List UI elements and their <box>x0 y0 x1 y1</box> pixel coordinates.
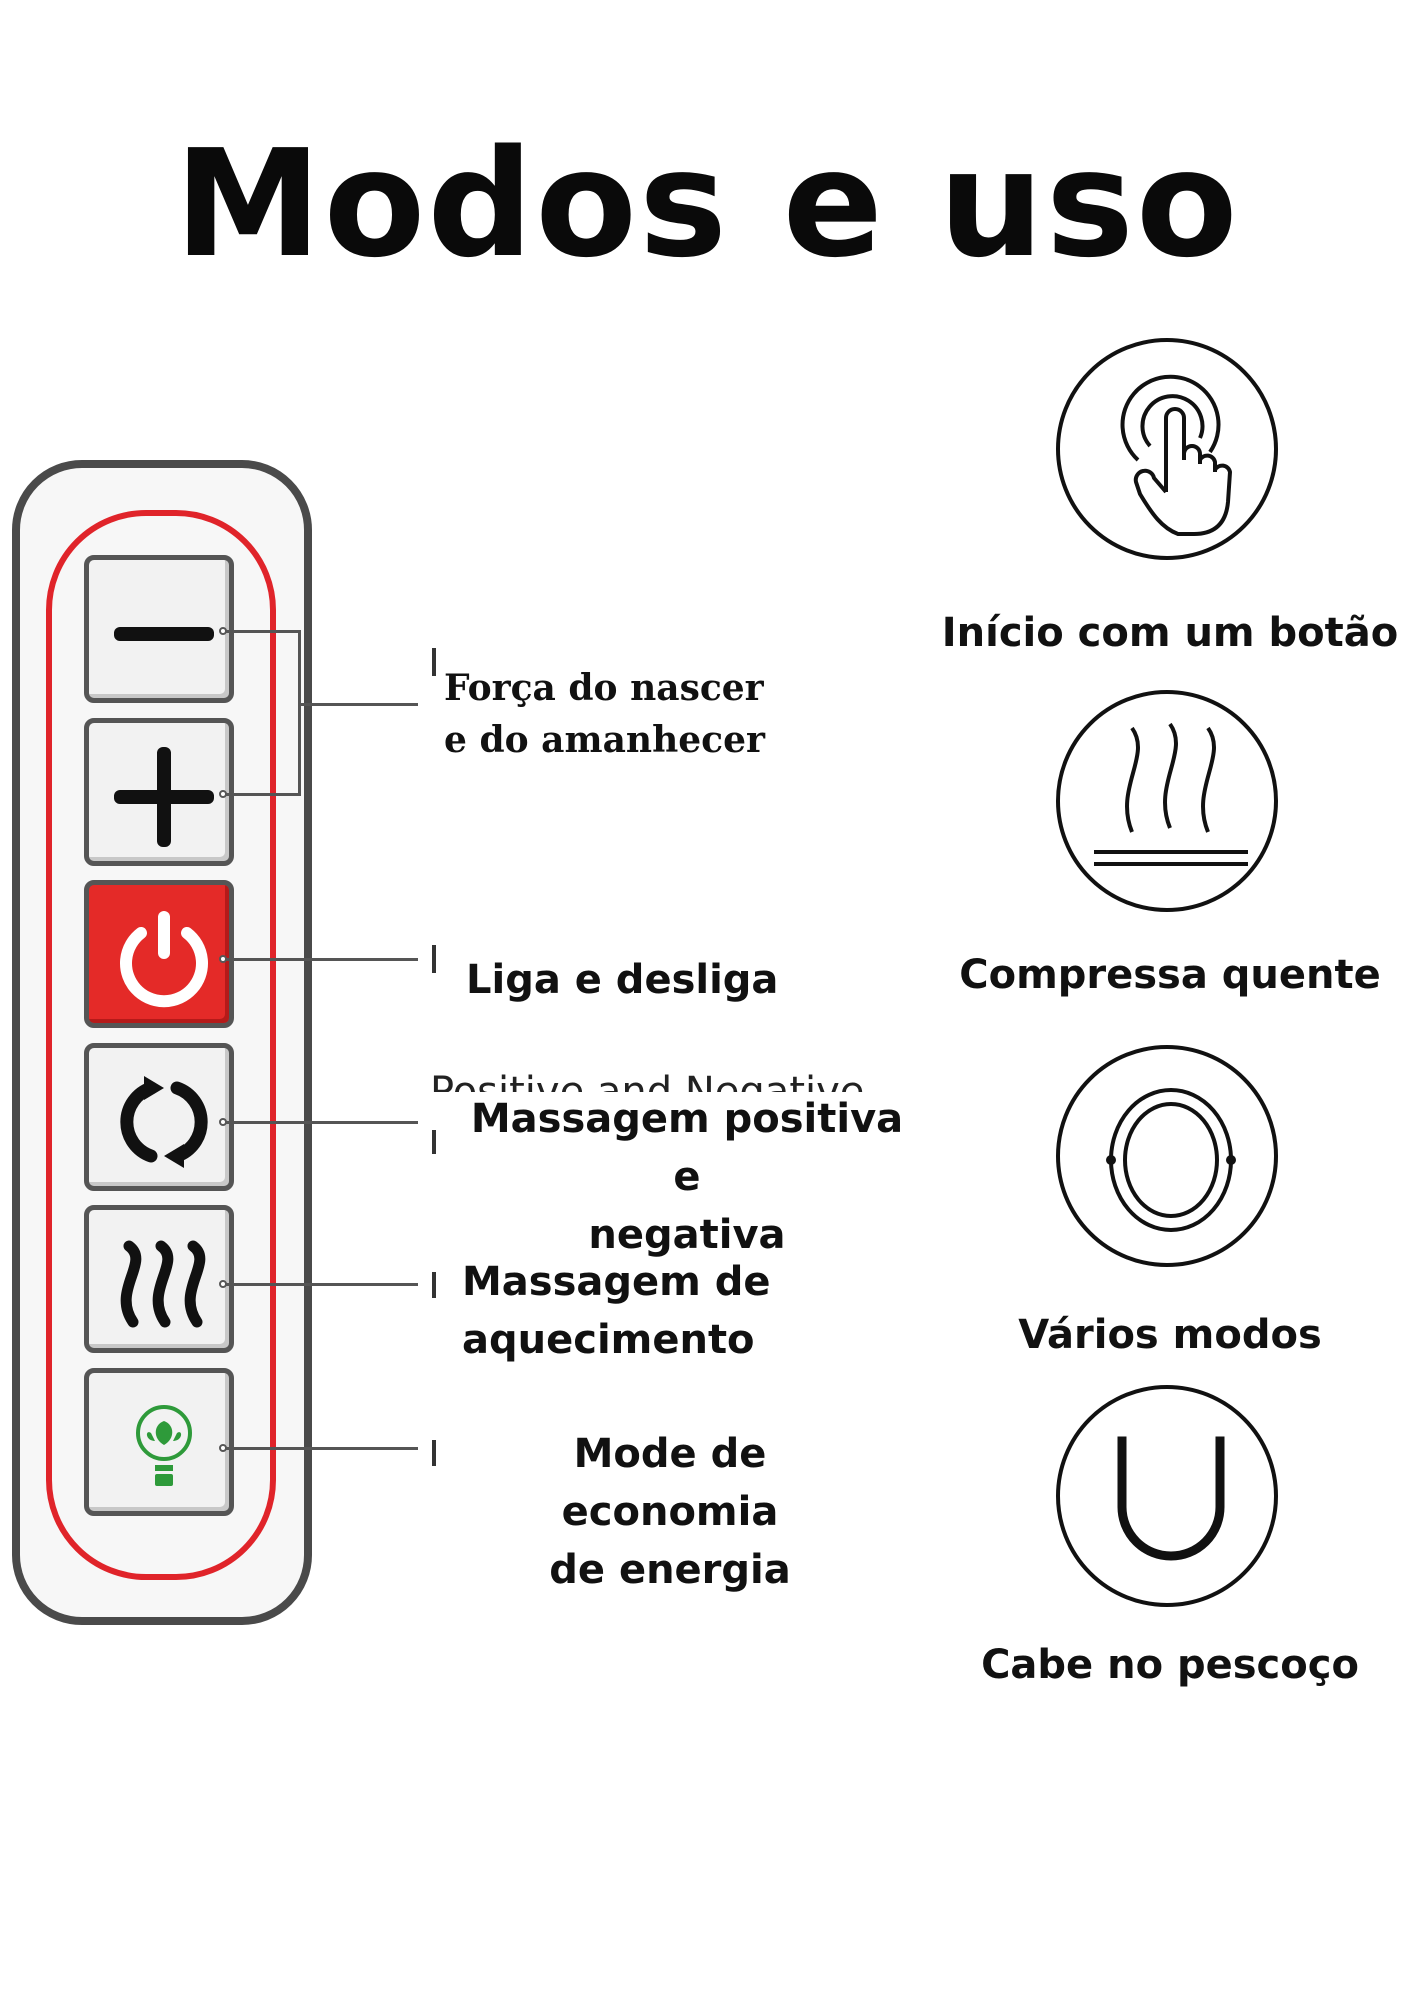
strength-label: Força do nascer e do amanhecer <box>444 662 765 766</box>
positive-negative-label-line1: Massagem positiva e <box>470 1096 904 1200</box>
multi-mode-rings-icon <box>1106 1088 1236 1232</box>
connector-line <box>300 703 418 706</box>
minus-icon <box>114 627 214 641</box>
label-stub <box>432 1130 436 1154</box>
positive-negative-button[interactable] <box>84 1043 234 1191</box>
connector-line <box>226 958 418 961</box>
heating-label: Massagem de aquecimento <box>462 1253 771 1369</box>
power-label: Liga e desliga <box>466 957 779 1003</box>
connector-line <box>226 1283 418 1286</box>
strength-label-line2: e do amanhecer <box>444 719 765 762</box>
heating-button[interactable] <box>84 1205 234 1353</box>
label-stub <box>432 1440 436 1466</box>
feature-neck-fit-circle <box>1056 1385 1278 1607</box>
power-button[interactable] <box>84 880 234 1028</box>
feature-multi-mode-caption: Vários modos <box>1018 1312 1322 1358</box>
connector-line <box>226 1121 418 1124</box>
connector-line <box>226 630 300 633</box>
feature-hot-compress-caption: Compressa quente <box>959 952 1381 998</box>
eco-leaf-icon <box>136 1405 192 1486</box>
touch-finger-icon <box>1120 374 1232 536</box>
hot-compress-icon <box>1094 722 1248 866</box>
heating-label-line1: Massagem de <box>462 1259 771 1305</box>
feature-neck-fit-caption: Cabe no pescoço <box>981 1642 1359 1688</box>
positive-negative-label: Massagem positiva e negativa <box>462 1090 912 1264</box>
heat-waves-icon <box>120 1240 206 1328</box>
feature-one-button-circle <box>1056 338 1278 560</box>
eco-button[interactable] <box>84 1368 234 1516</box>
ghost-english-label: Positive and Negative <box>430 1070 910 1092</box>
u-neck-shape-icon <box>1117 1436 1225 1561</box>
plus-icon <box>114 747 214 847</box>
eco-label-line1: Mode de economia <box>561 1431 779 1535</box>
minus-button[interactable] <box>84 555 234 703</box>
strength-label-line1: Força do nascer <box>444 667 764 709</box>
remote-red-outline <box>46 510 276 1580</box>
connector-line <box>298 630 301 796</box>
eco-label: Mode de economia de energia <box>460 1425 880 1599</box>
page-title: Modos e uso <box>174 118 1240 290</box>
feature-multi-mode-circle <box>1056 1045 1278 1267</box>
cycle-arrows-icon <box>120 1076 208 1168</box>
feature-one-button-caption: Início com um botão <box>941 610 1399 656</box>
label-stub <box>432 648 436 676</box>
eco-label-line2: de energia <box>549 1547 791 1593</box>
heating-label-line2: aquecimento <box>462 1317 755 1363</box>
power-icon <box>120 911 208 1008</box>
connector-line <box>226 793 300 796</box>
label-stub <box>432 945 436 973</box>
feature-hot-compress-circle <box>1056 690 1278 912</box>
plus-button[interactable] <box>84 718 234 866</box>
positive-negative-label-line2: negativa <box>588 1212 786 1258</box>
connector-line <box>226 1447 418 1450</box>
label-stub <box>432 1272 436 1298</box>
